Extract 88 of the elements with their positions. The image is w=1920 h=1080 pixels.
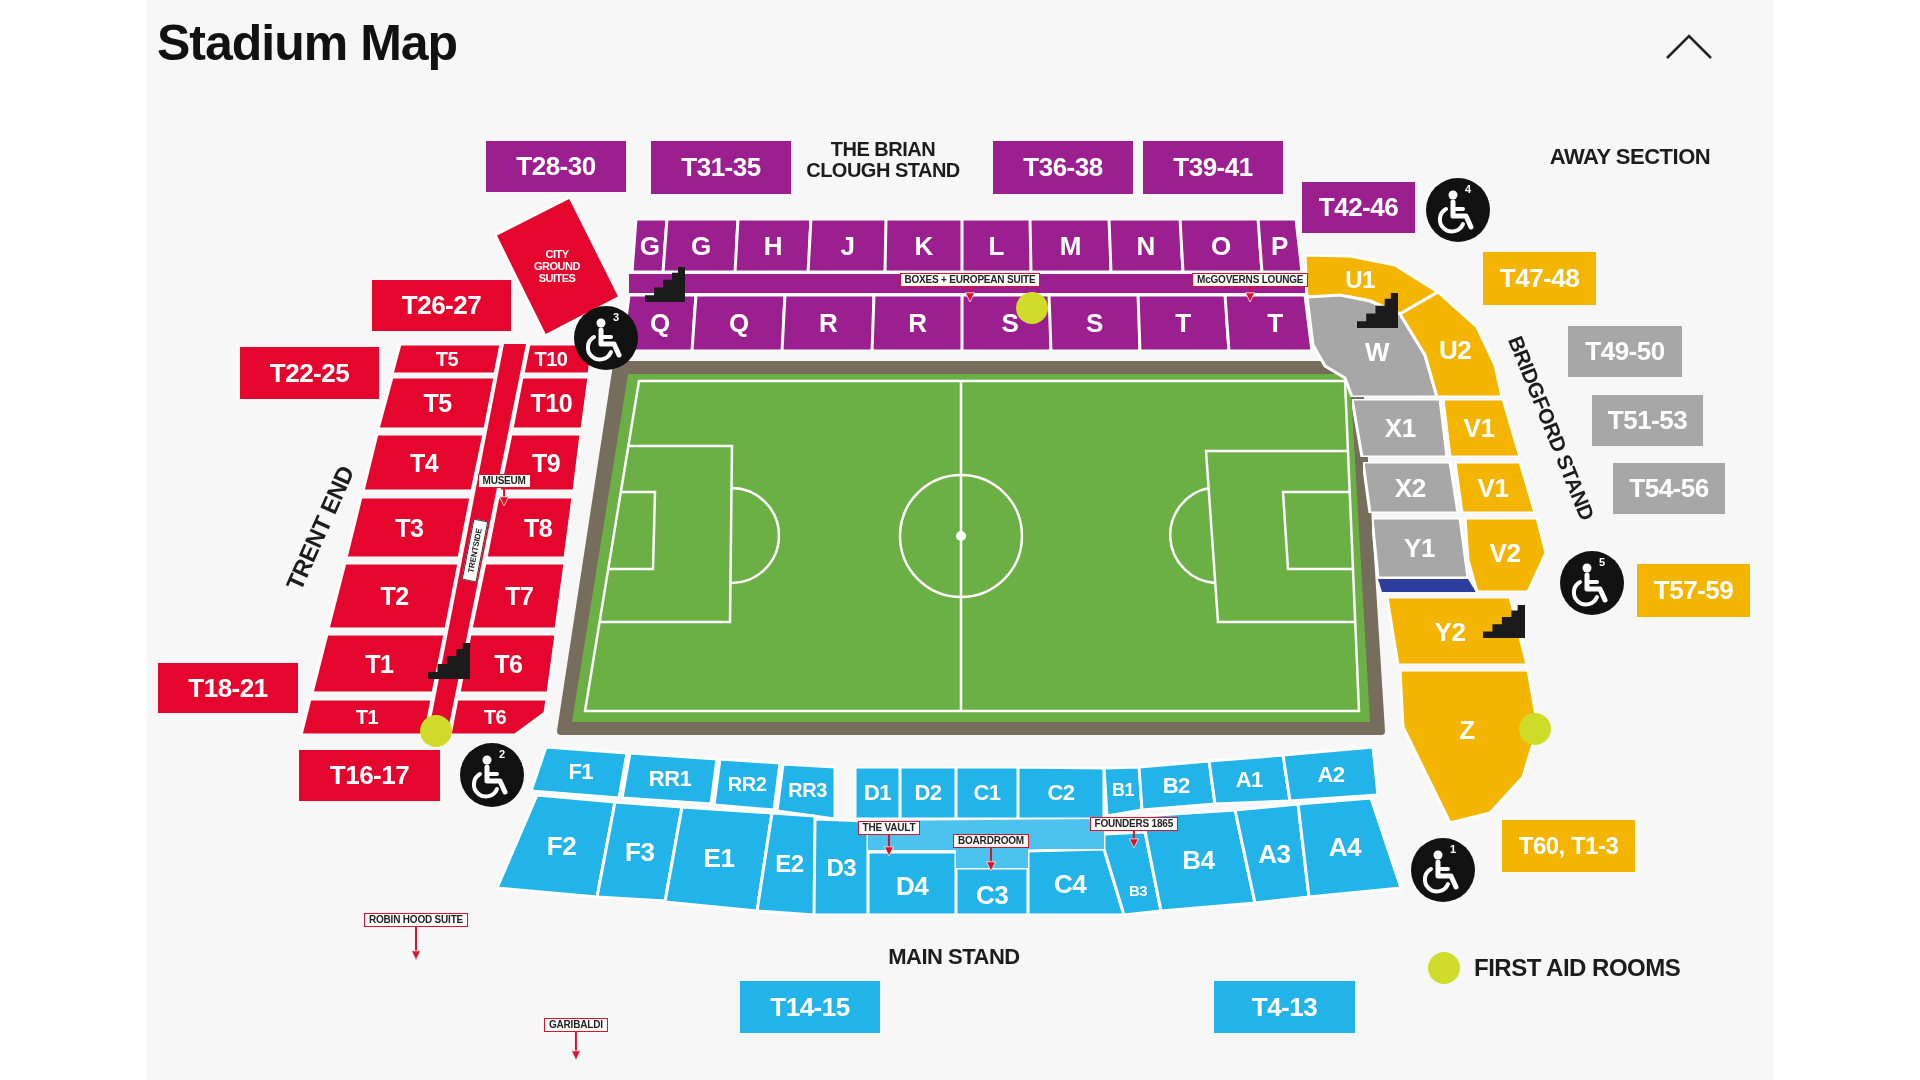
callout-tag: BOXES + EUROPEAN SUITE [899,273,1041,287]
seat-section: Q [692,295,785,351]
seat-block-tag: T54-56 [1613,463,1725,514]
seat-block-tag: T26-27 [372,280,511,331]
callout-arrow [965,286,975,303]
seat-section: T5 [392,344,501,374]
seat-block-tag: T14-15 [740,981,880,1033]
seat-section: U2 [1400,292,1502,397]
callout-tag: THE VAULT [857,821,921,835]
seat-block-tag: T42-46 [1302,182,1415,233]
seat-block-tag: T57-59 [1637,564,1750,617]
callout-arrow [986,847,996,872]
seat-block-tag: T49-50 [1568,326,1682,377]
callout-tag: GARIBALDI [544,1018,608,1032]
page-title: Stadium Map [157,14,458,72]
seat-section: T1 [301,699,432,735]
legend-label: FIRST AID ROOMS [1474,953,1681,983]
seat-section: N [1109,219,1183,272]
seat-section: S [1049,295,1140,351]
seat-section: D1 [855,767,900,819]
seat-section: RR1 [622,753,717,804]
stand-name: THE BRIAN CLOUGH STAND [805,139,961,181]
seat-block-tag: T47-48 [1483,252,1596,305]
seat-section: E2 [757,813,815,915]
seat-section: A3 [1235,804,1309,903]
access-number: 1 [1450,843,1457,855]
seat-section: Z [1400,670,1538,823]
seat-section: H [735,219,811,272]
seat-block-tag: T16-17 [299,750,440,801]
seat-section: T [1225,295,1312,351]
access-number: 3 [613,311,620,323]
access-number: 2 [499,748,506,760]
seat-section: T6 [450,699,547,735]
seat-block-tag: T4-13 [1214,981,1355,1033]
seat-section: M [1030,219,1111,272]
callout-tag: BOARDROOM [953,834,1029,848]
seat-section: Y1 [1372,518,1468,578]
seat-block-tag: T28-30 [486,141,626,192]
seat-block-tag: T36-38 [993,141,1133,194]
seat-section: K [885,219,962,272]
seat-section: T10 [512,377,589,429]
stand-name: AWAY SECTION [1549,145,1711,169]
seat-section: RR3 [777,764,835,819]
seat-section: X1 [1352,399,1447,457]
seat-section: V1 [1443,399,1520,457]
access-number: 4 [1465,183,1472,195]
seat-section: A4 [1298,798,1401,897]
callout-tag: FOUNDERS 1865 [1089,817,1179,831]
seat-section: V2 [1465,518,1546,592]
access-number: 5 [1599,556,1606,568]
seat-section: T4 [363,434,484,491]
seat-section: O [1180,219,1262,272]
seat-block-tag: T51-53 [1592,395,1703,446]
seat-section: X2 [1363,462,1458,513]
seat-section: R [782,295,874,351]
seat-section: B3 [1104,832,1161,915]
seat-section: T5 [378,377,495,429]
callout-arrow [411,926,421,961]
seat-section: T2 [328,563,459,629]
seat-block-tag: T22-25 [240,347,379,399]
seat-section: C3 [956,868,1028,915]
seat-section: T3 [346,497,471,558]
stand-name: MAIN STAND [888,945,1020,969]
seat-section: RR2 [714,759,780,810]
seat-section: L [962,219,1031,272]
seat-section: J [808,219,886,272]
callout-tag: McGOVERNS LOUNGE [1192,273,1309,287]
seat-section: P [1258,219,1302,272]
seat-section: A1 [1209,755,1290,804]
seat-section: D4 [868,852,956,915]
seat-section: A2 [1283,747,1378,801]
seat-section: V1 [1455,462,1535,513]
seat-section: W [1307,295,1437,397]
seat-section: T8 [486,497,573,558]
seat-section: R [872,295,962,351]
seat-section: F1 [531,747,627,798]
seat-section: B1 [1104,767,1142,816]
callout-tag: ROBIN HOOD SUITE [364,913,469,927]
seat-section: C4 [1028,849,1124,915]
seat-section: T [1138,295,1229,351]
seat-section: F3 [597,802,682,901]
seat-section: C1 [956,767,1018,819]
seat-section: D2 [900,767,956,819]
seat-block-tag: T18-21 [158,663,298,713]
seat-block-tag: T60, T1-3 [1502,820,1635,872]
seat-block-tag: T31-35 [651,141,791,194]
seat-block-tag: T39-41 [1143,141,1283,194]
callout-tag: MUSEUM [477,474,531,488]
